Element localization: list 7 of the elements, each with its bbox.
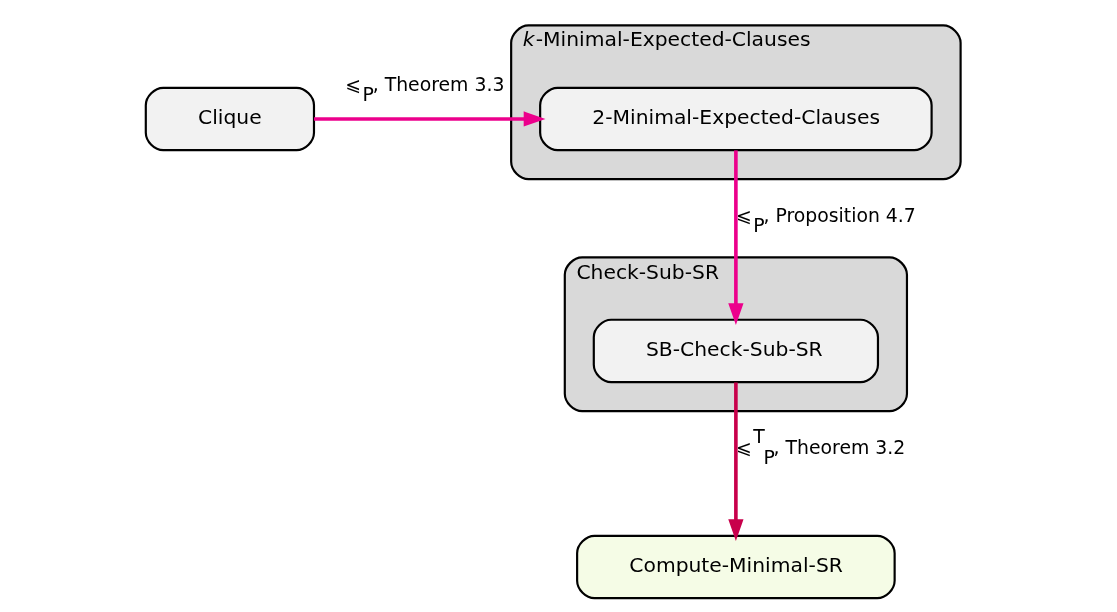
node-box: SB-Check-Sub-SR <box>592 318 879 384</box>
node-box: 2-Minimal-Expected-Clauses <box>538 86 933 152</box>
arrow <box>727 382 743 542</box>
arrow <box>727 150 743 325</box>
node-box: Clique <box>144 86 315 152</box>
arrow <box>313 111 545 127</box>
node-box: Compute-Minimal-SR <box>575 534 896 600</box>
